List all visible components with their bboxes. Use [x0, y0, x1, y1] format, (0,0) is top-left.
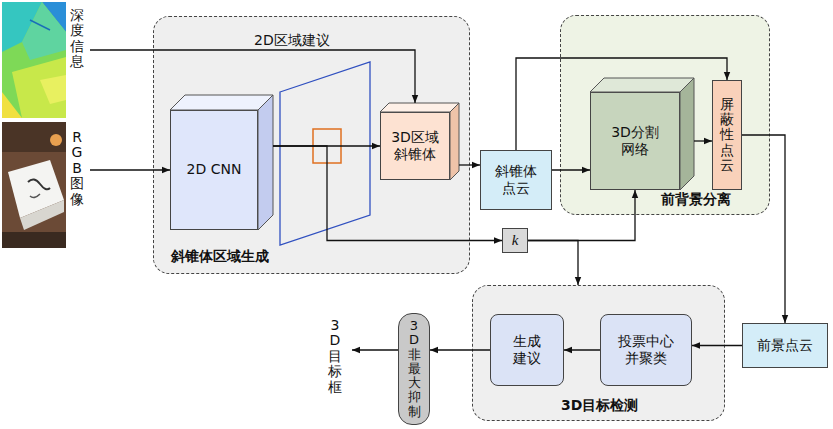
frustum-box: 3D区域斜锥体: [380, 112, 450, 180]
group-region: 前背景分离 3D分割网络 屏蔽性点云: [560, 15, 770, 215]
nms-box: 3D非最大抑制: [398, 313, 430, 425]
group-region: 3D目标检测 投票中心并聚类 生成建议: [472, 285, 725, 421]
connector-arrow: [430, 349, 490, 350]
connector-arrow: [516, 58, 727, 150]
output-arrow: [352, 349, 398, 350]
connector-arrow: [273, 146, 502, 241]
node-label: 前景点云: [757, 337, 813, 355]
node-label: 3D区域斜锥体: [390, 129, 440, 164]
node-label: k: [512, 231, 519, 250]
connector-arrow: [564, 349, 600, 350]
node-label: 3D分割网络: [610, 124, 660, 159]
node-label: 2D CNN: [187, 161, 242, 179]
process-box: 生成建议: [490, 314, 564, 386]
group-heading: 前背景分离: [661, 191, 731, 209]
connector-arrow: [528, 190, 635, 241]
connector-arrow: [742, 135, 785, 323]
group-heading: 斜锥体区域生成: [171, 248, 269, 266]
connector-arrow: [528, 241, 578, 286]
rgb-image-node: RGB图像: [0, 122, 90, 250]
connector-arrow: [692, 345, 742, 346]
connector-arrow: [273, 145, 380, 146]
edge-label: 2D区域建议: [252, 32, 332, 48]
node-label: 投票中心并聚类: [617, 333, 676, 368]
rgb-image: [2, 122, 66, 248]
node-label: 斜锥体点云: [494, 163, 539, 198]
process-box: 投票中心并聚类: [600, 314, 692, 386]
connector-arrow: [552, 169, 590, 170]
depth-image-node: 深度信息: [0, 0, 90, 118]
group-region: 斜锥体区域生成 2D CNN 3D区域斜锥体: [153, 16, 470, 274]
label-holder: 2D区域建议: [252, 30, 332, 50]
connector-arrow: [90, 169, 170, 170]
pointcloud-box: 前景点云: [742, 323, 828, 368]
image-label: RGB图像: [70, 130, 84, 207]
output-label: 3D目标框: [328, 318, 342, 395]
connector-arrow: [694, 140, 712, 141]
masked-box: 屏蔽性点云: [712, 80, 742, 190]
k-box: k: [502, 228, 528, 253]
label-holder: 3D目标框: [328, 318, 342, 395]
connector-arrow: [90, 50, 415, 103]
node-label: 屏蔽性点云: [720, 97, 734, 174]
node-label: 生成建议: [512, 333, 543, 368]
feature-plane: [280, 62, 370, 245]
cnn-block: 2D CNN: [170, 110, 258, 230]
group-heading: 3D目标检测: [561, 397, 638, 415]
node-label: 3D非最大抑制: [408, 319, 421, 419]
network-block: 3D分割网络: [590, 92, 680, 190]
image-label: 深度信息: [70, 8, 84, 70]
connector-arrow: [459, 164, 480, 165]
depth-image: [2, 2, 66, 118]
pointcloud-box: 斜锥体点云: [480, 150, 552, 210]
